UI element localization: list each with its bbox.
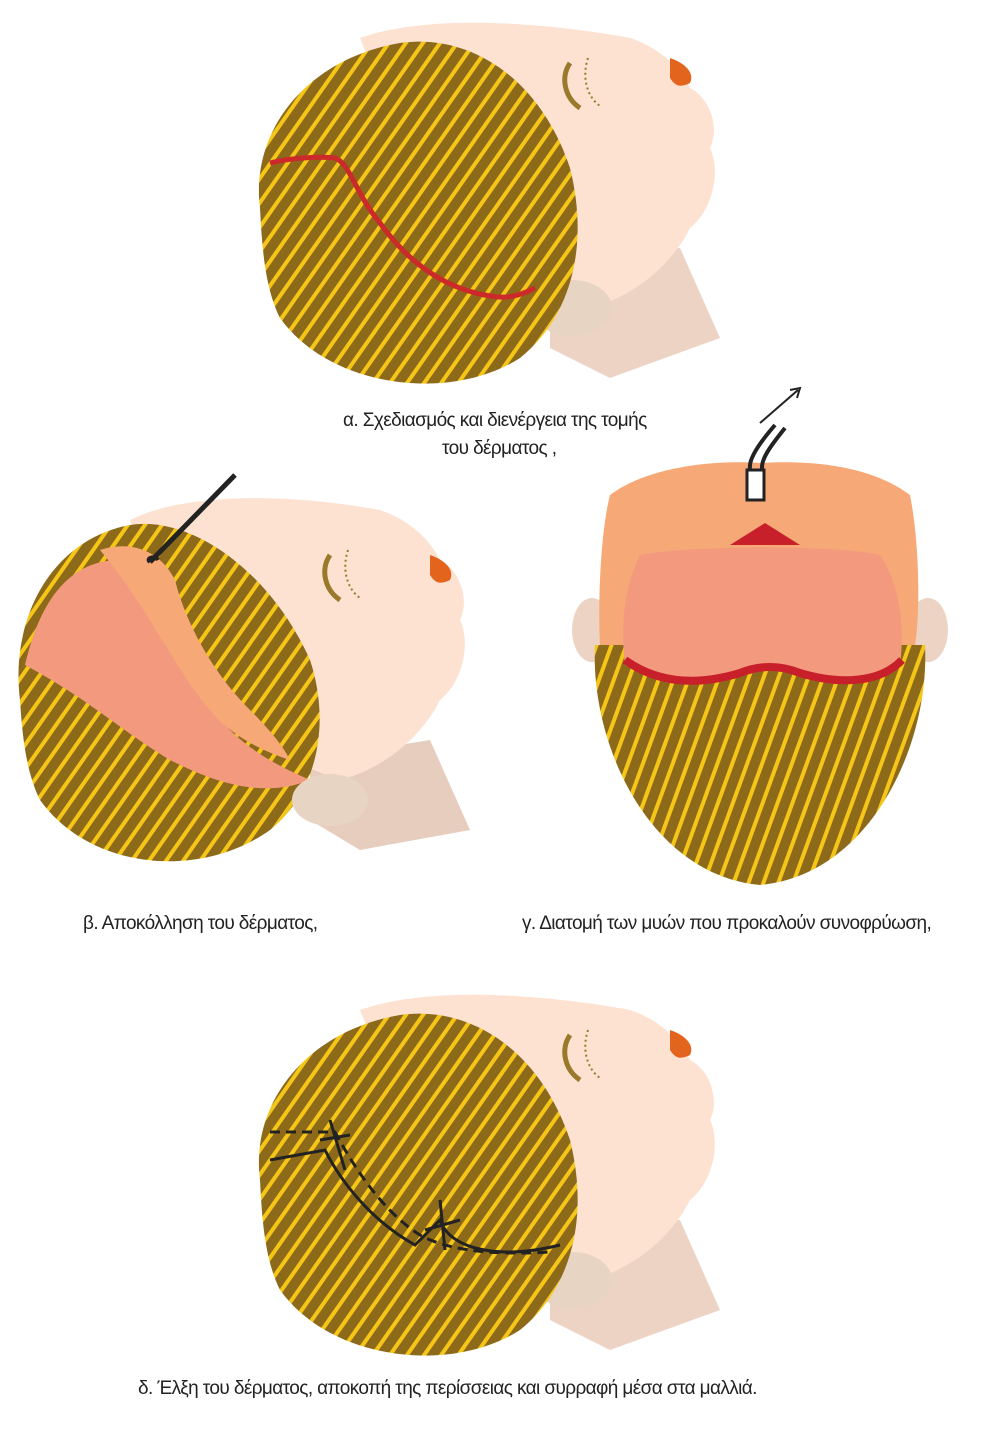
- arrow-icon: [760, 388, 800, 423]
- lips-icon: [670, 1030, 691, 1058]
- ear-shape: [292, 774, 368, 826]
- lips-icon: [670, 58, 691, 86]
- lips-icon: [430, 555, 451, 583]
- caption-a-line2: του δέρματος ,: [442, 436, 556, 462]
- caption-d: δ. Έλξη του δέρματος, αποκοπή της περίσσ…: [138, 1376, 757, 1402]
- panel-d-closure-illustration: [250, 990, 730, 1360]
- flap-inner: [623, 548, 902, 682]
- panel-c-muscle-section-illustration: [570, 385, 950, 885]
- panel-b-dissection-illustration: [10, 470, 490, 870]
- panel-a-incision-illustration: [250, 18, 730, 388]
- caption-c: γ. Διατομή των μυών που προκαλούν συνοφρ…: [522, 911, 931, 937]
- caption-b: β. Αποκόλληση του δέρματος,: [83, 911, 317, 937]
